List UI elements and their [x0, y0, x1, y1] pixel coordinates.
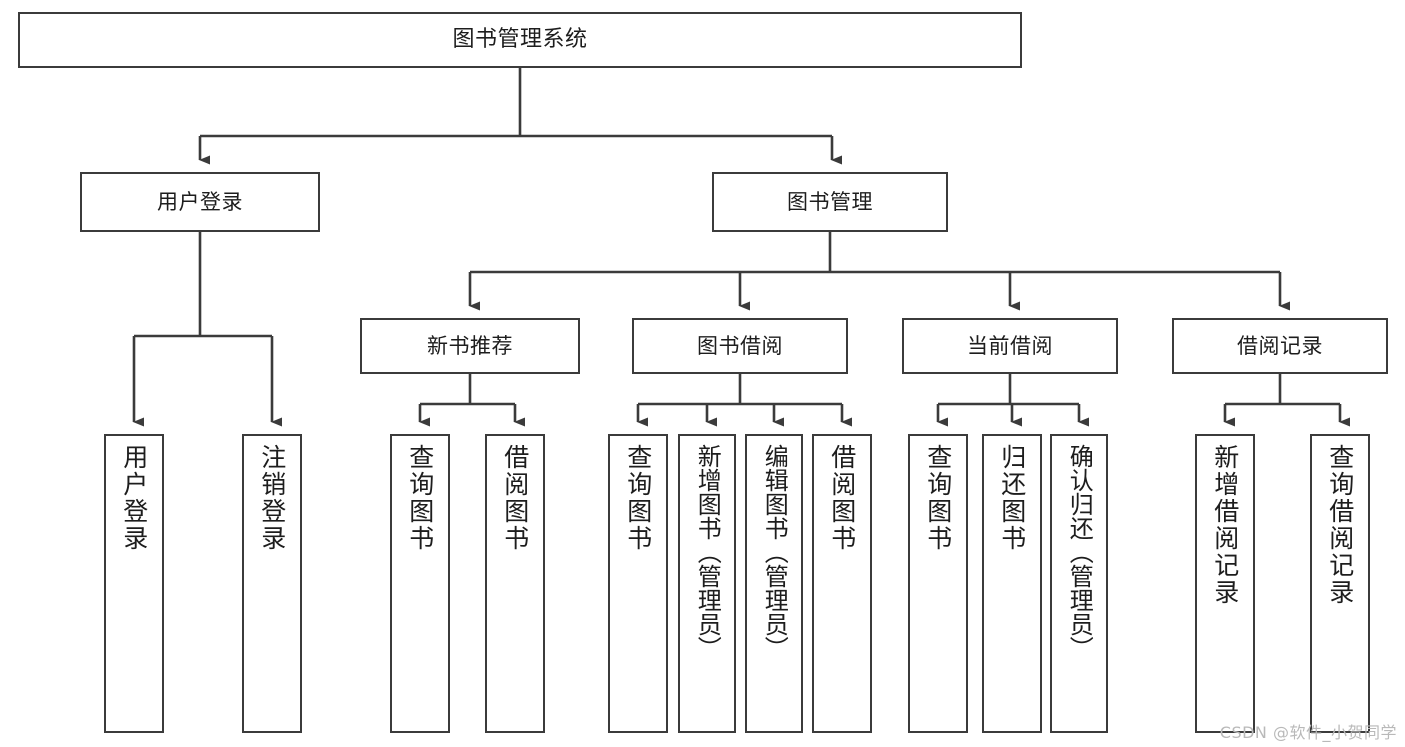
node-root-label: 图书管理系统: [452, 27, 588, 53]
node-leaf-query-book-recommend-label: 查询图书: [405, 444, 435, 552]
node-leaf-borrow-book-recommend-label: 借阅图书: [500, 444, 530, 552]
node-leaf-return-book[interactable]: 归还图书: [982, 434, 1042, 733]
node-leaf-user-login[interactable]: 用户登录: [104, 434, 164, 733]
node-leaf-return-book-label: 归还图书: [997, 444, 1027, 552]
node-leaf-borrow-book-label: 借阅图书: [827, 444, 857, 552]
node-book-manage-label: 图书管理: [787, 189, 873, 214]
node-user-login-label: 用户登录: [157, 189, 243, 214]
node-leaf-query-book-current[interactable]: 查询图书: [908, 434, 968, 733]
node-book-borrow-label: 图书借阅: [697, 333, 783, 358]
node-leaf-borrow-book[interactable]: 借阅图书: [812, 434, 872, 733]
node-current-borrow[interactable]: 当前借阅: [902, 318, 1118, 374]
node-leaf-add-borrow-record[interactable]: 新增借阅记录: [1195, 434, 1255, 733]
node-leaf-add-book-admin-label: 新增图书（管理员）: [693, 444, 722, 660]
node-leaf-add-book-admin[interactable]: 新增图书（管理员）: [678, 434, 736, 733]
node-current-borrow-label: 当前借阅: [967, 333, 1053, 358]
node-leaf-user-logout[interactable]: 注销登录: [242, 434, 302, 733]
node-leaf-confirm-return-admin[interactable]: 确认归还（管理员）: [1050, 434, 1108, 733]
node-book-manage[interactable]: 图书管理: [712, 172, 948, 232]
node-leaf-query-book-borrow-label: 查询图书: [623, 444, 653, 552]
node-leaf-add-borrow-record-label: 新增借阅记录: [1210, 444, 1240, 606]
node-leaf-query-borrow-record[interactable]: 查询借阅记录: [1310, 434, 1370, 733]
node-root[interactable]: 图书管理系统: [18, 12, 1022, 68]
node-leaf-confirm-return-admin-label: 确认归还（管理员）: [1065, 444, 1094, 660]
node-leaf-query-borrow-record-label: 查询借阅记录: [1325, 444, 1355, 606]
node-borrow-record-label: 借阅记录: [1237, 333, 1323, 358]
watermark: CSDN @软件_小贺同学: [1219, 723, 1397, 742]
node-book-borrow[interactable]: 图书借阅: [632, 318, 848, 374]
node-new-book-recommend-label: 新书推荐: [427, 333, 513, 358]
node-leaf-user-logout-label: 注销登录: [257, 444, 287, 552]
node-borrow-record[interactable]: 借阅记录: [1172, 318, 1388, 374]
node-new-book-recommend[interactable]: 新书推荐: [360, 318, 580, 374]
node-leaf-query-book-recommend[interactable]: 查询图书: [390, 434, 450, 733]
node-leaf-edit-book-admin[interactable]: 编辑图书（管理员）: [745, 434, 803, 733]
node-user-login[interactable]: 用户登录: [80, 172, 320, 232]
node-leaf-user-login-label: 用户登录: [119, 444, 149, 552]
node-leaf-query-book-borrow[interactable]: 查询图书: [608, 434, 668, 733]
node-leaf-query-book-current-label: 查询图书: [923, 444, 953, 552]
node-leaf-edit-book-admin-label: 编辑图书（管理员）: [760, 444, 789, 660]
node-leaf-borrow-book-recommend[interactable]: 借阅图书: [485, 434, 545, 733]
